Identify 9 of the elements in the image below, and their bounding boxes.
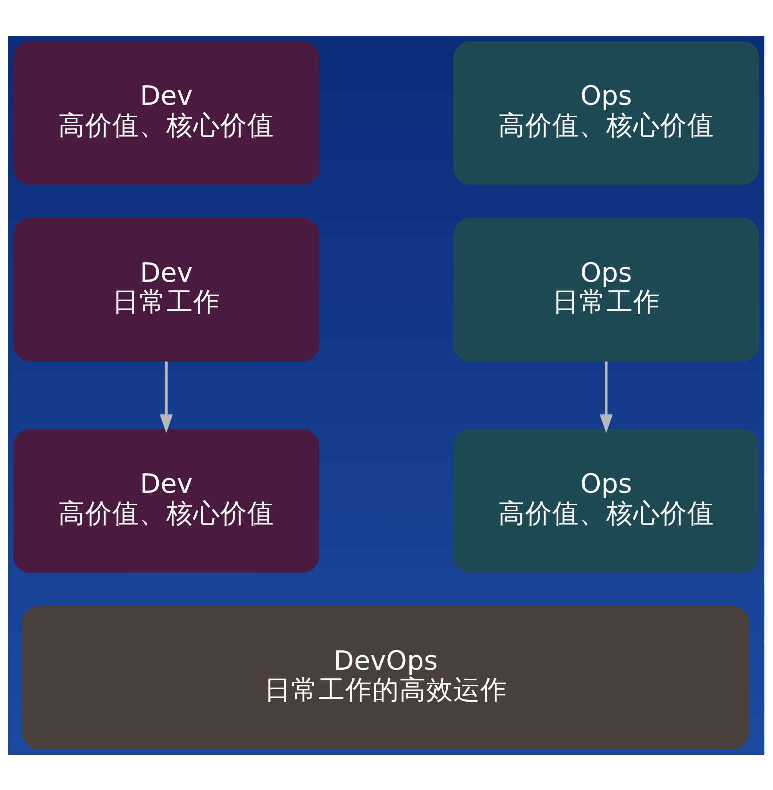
node-box: Dev 高价值、核心价值 [14, 428, 320, 572]
arrow [600, 361, 613, 433]
node-box: Dev 日常工作 [14, 218, 320, 362]
node-box: Ops 日常工作 [454, 218, 760, 362]
node-box: Ops 高价值、核心价值 [454, 40, 760, 184]
node-box: DevOps 日常工作的高效运作 [22, 606, 750, 750]
node-box: Dev 高价值、核心价值 [14, 40, 320, 184]
arrow [160, 361, 174, 433]
node-box: Ops 高价值、核心价值 [454, 428, 760, 572]
